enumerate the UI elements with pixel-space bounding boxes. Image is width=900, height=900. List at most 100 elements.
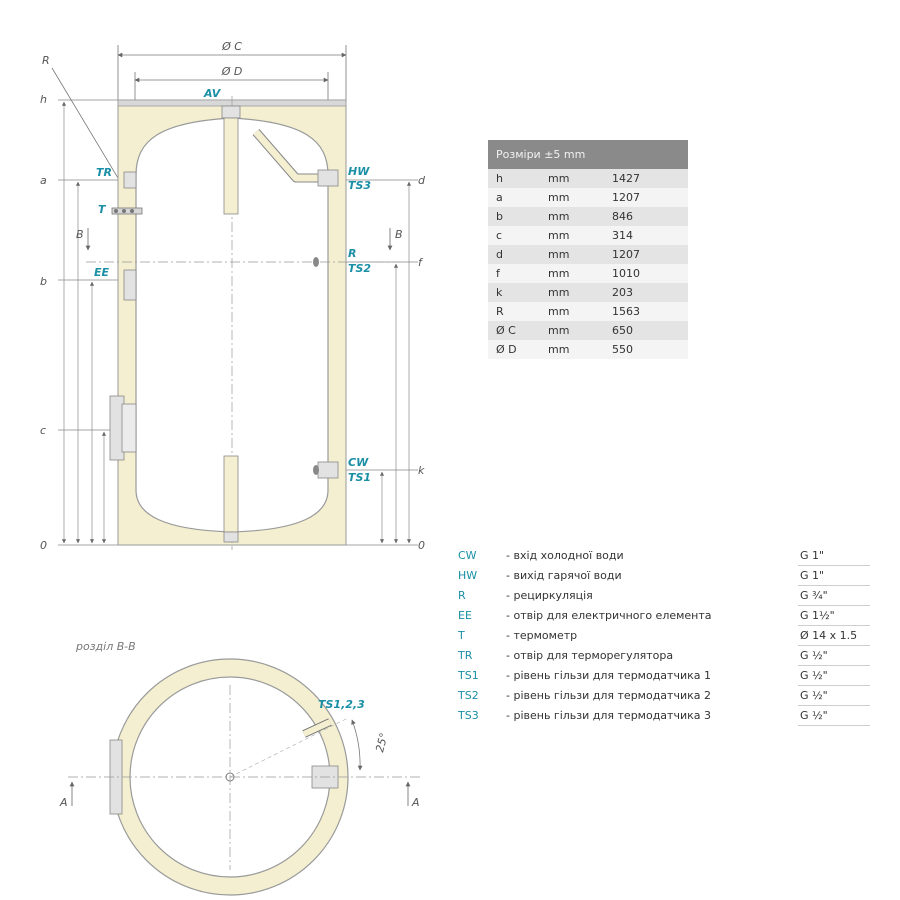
conn-ts1-label: TS1: [348, 471, 371, 484]
legend-size: G ½": [798, 686, 870, 706]
flange-inner: [121, 403, 137, 453]
row-label: R: [488, 302, 540, 321]
row-unit: mm: [540, 302, 604, 321]
legend-code: R: [458, 589, 466, 602]
legend-size: G ¾": [798, 586, 870, 606]
row-unit: mm: [540, 207, 604, 226]
conn-ts2-label: TS2: [348, 262, 371, 275]
row-value: 1563: [604, 302, 688, 321]
list-item: R - рециркуляція G ¾": [458, 586, 870, 606]
dim-f-label: f: [418, 256, 424, 269]
row-unit: mm: [540, 188, 604, 207]
legend-size: Ø 14 x 1.5: [798, 626, 870, 646]
legend-size: G ½": [798, 646, 870, 666]
conn-ts3-label: TS3: [348, 179, 371, 192]
anode-tube: [223, 117, 239, 215]
dim-a-label: a: [40, 174, 47, 187]
row-unit: mm: [540, 264, 604, 283]
thermometer-fitting: [111, 207, 143, 215]
legend-code: TS3: [458, 709, 479, 722]
conn-t-label: T: [98, 203, 107, 216]
dim-od-label: Ø D: [221, 65, 243, 78]
row-unit: mm: [540, 245, 604, 264]
row-label: f: [488, 264, 540, 283]
row-value: 846: [604, 207, 688, 226]
conn-hw-label: HW: [348, 165, 370, 178]
row-value: 203: [604, 283, 688, 302]
section-title: розділ B-B: [75, 640, 136, 653]
left-height-dimensions: [58, 99, 130, 546]
row-unit: mm: [540, 321, 604, 340]
list-item: TS3 - рівень гільзи для термодатчика 3 G ½…: [458, 706, 870, 726]
dim-zero-left-label: 0: [40, 539, 47, 552]
ee-fitting: [123, 269, 137, 301]
row-value: 1010: [604, 264, 688, 283]
row-value: 314: [604, 226, 688, 245]
diameter-dimensions: [117, 45, 347, 110]
conn-av-label: AV: [203, 87, 222, 100]
row-label: k: [488, 283, 540, 302]
hw-fitting: [317, 169, 339, 187]
row-label: Ø D: [488, 340, 540, 359]
row-value: 1427: [604, 169, 688, 188]
dim-b-label: b: [40, 275, 47, 288]
legend-size: G 1": [798, 566, 870, 586]
row-unit: mm: [540, 340, 604, 359]
row-unit: mm: [540, 169, 604, 188]
section-view: [68, 658, 420, 896]
drain-fitting: [223, 531, 239, 543]
legend-desc: - вхід холодної води: [506, 549, 624, 562]
section-b-left-label: B: [76, 228, 84, 241]
legend-code: HW: [458, 569, 478, 582]
tr-fitting: [123, 171, 137, 189]
row-label: a: [488, 188, 540, 207]
legend-code: TS2: [458, 689, 479, 702]
row-unit: mm: [540, 226, 604, 245]
row-unit: mm: [540, 283, 604, 302]
row-label: h: [488, 169, 540, 188]
legend-size: G ½": [798, 706, 870, 726]
tank-body: [86, 96, 400, 550]
cw-fitting: [317, 461, 339, 479]
legend-desc: - рециркуляція: [506, 589, 593, 602]
dim-k-label: k: [418, 464, 425, 477]
legend-desc: - рівень гільзи для термодатчика 1: [506, 669, 711, 682]
list-item: HW - вихід гарячої води G 1": [458, 566, 870, 586]
legend-desc: - рівень гільзи для термодатчика 3: [506, 709, 711, 722]
dim-r-label: R: [42, 54, 50, 67]
row-value: 550: [604, 340, 688, 359]
section-angle-label: 25°: [373, 731, 391, 753]
section-b-arrows: [85, 228, 393, 251]
legend-code: TR: [458, 649, 473, 662]
dim-c-label: c: [40, 424, 46, 437]
row-label: c: [488, 226, 540, 245]
section-sensor-label: TS1,2,3: [318, 698, 365, 711]
legend-code: T: [458, 629, 465, 642]
conn-cw-label: CW: [348, 456, 369, 469]
right-height-dimensions: [346, 179, 418, 546]
row-value: 1207: [604, 188, 688, 207]
legend-desc: - вихід гарячої води: [506, 569, 622, 582]
row-label: Ø C: [488, 321, 540, 340]
conn-tr-label: TR: [96, 166, 112, 179]
legend-desc: - отвір для електричного елемента: [506, 609, 712, 622]
conn-r-label: R: [348, 247, 356, 260]
row-value: 650: [604, 321, 688, 340]
legend-code: EE: [458, 609, 472, 622]
